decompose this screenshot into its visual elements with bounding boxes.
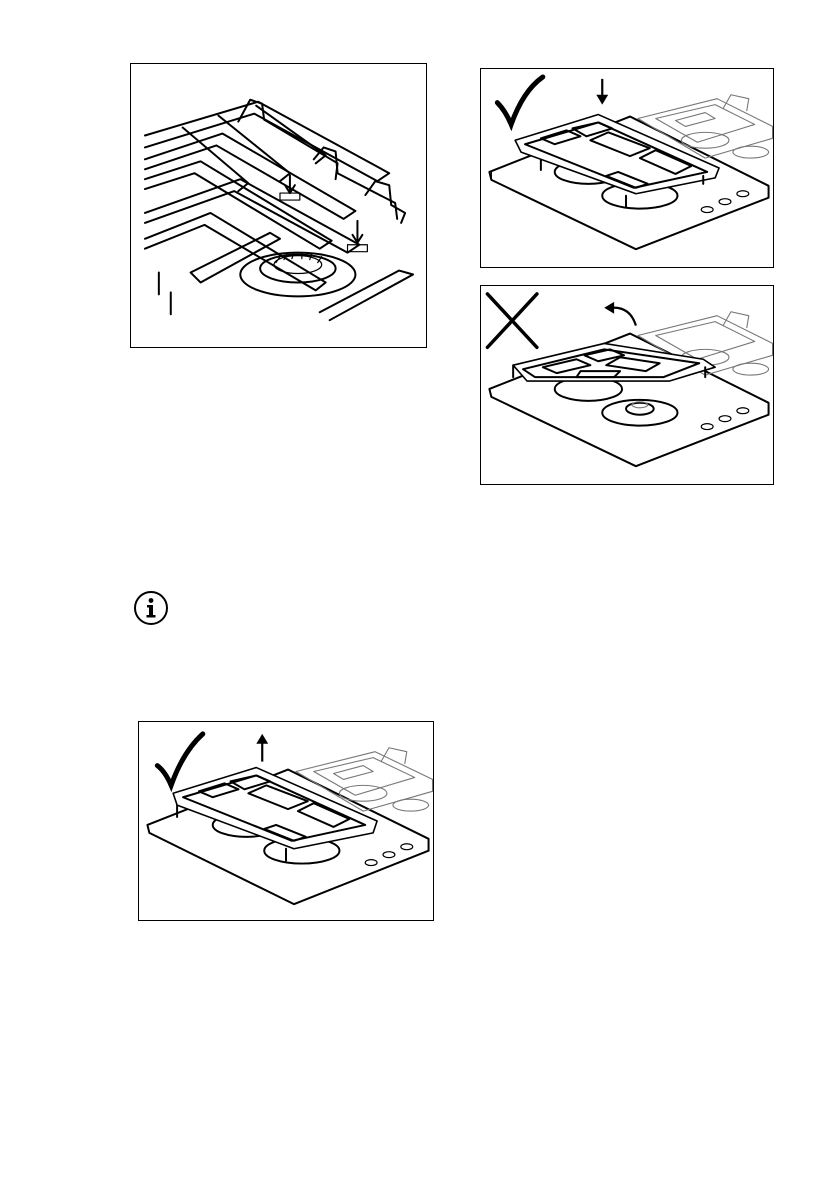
figure-remove-correct: [138, 721, 434, 921]
figure-place-wrong: [480, 285, 774, 485]
place-correct-illustration: [481, 69, 773, 267]
pan-support-detail-illustration: [131, 64, 426, 347]
info-icon: [133, 590, 169, 626]
figure-place-correct: [480, 68, 774, 268]
remove-correct-illustration: [139, 722, 433, 920]
place-wrong-illustration: [481, 286, 773, 484]
figure-pan-support-detail: [130, 63, 427, 348]
